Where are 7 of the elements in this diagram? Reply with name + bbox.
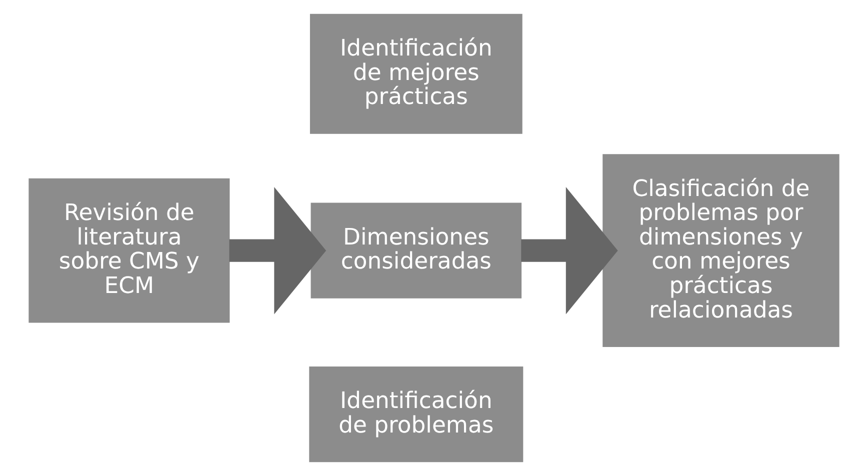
arrow bbox=[521, 186, 618, 314]
node-box: Revisión de literatura sobre CMS y ECM bbox=[28, 178, 230, 323]
node-box: Identificación de mejores prácticas bbox=[310, 14, 522, 134]
arrow bbox=[229, 186, 326, 314]
node-box: Dimensiones consideradas bbox=[310, 202, 522, 298]
node-box: Clasificación de problemas por dimensiones y con mejores prácticas relacionadas bbox=[602, 154, 840, 348]
node-box: Identificación de problemas bbox=[309, 366, 524, 462]
